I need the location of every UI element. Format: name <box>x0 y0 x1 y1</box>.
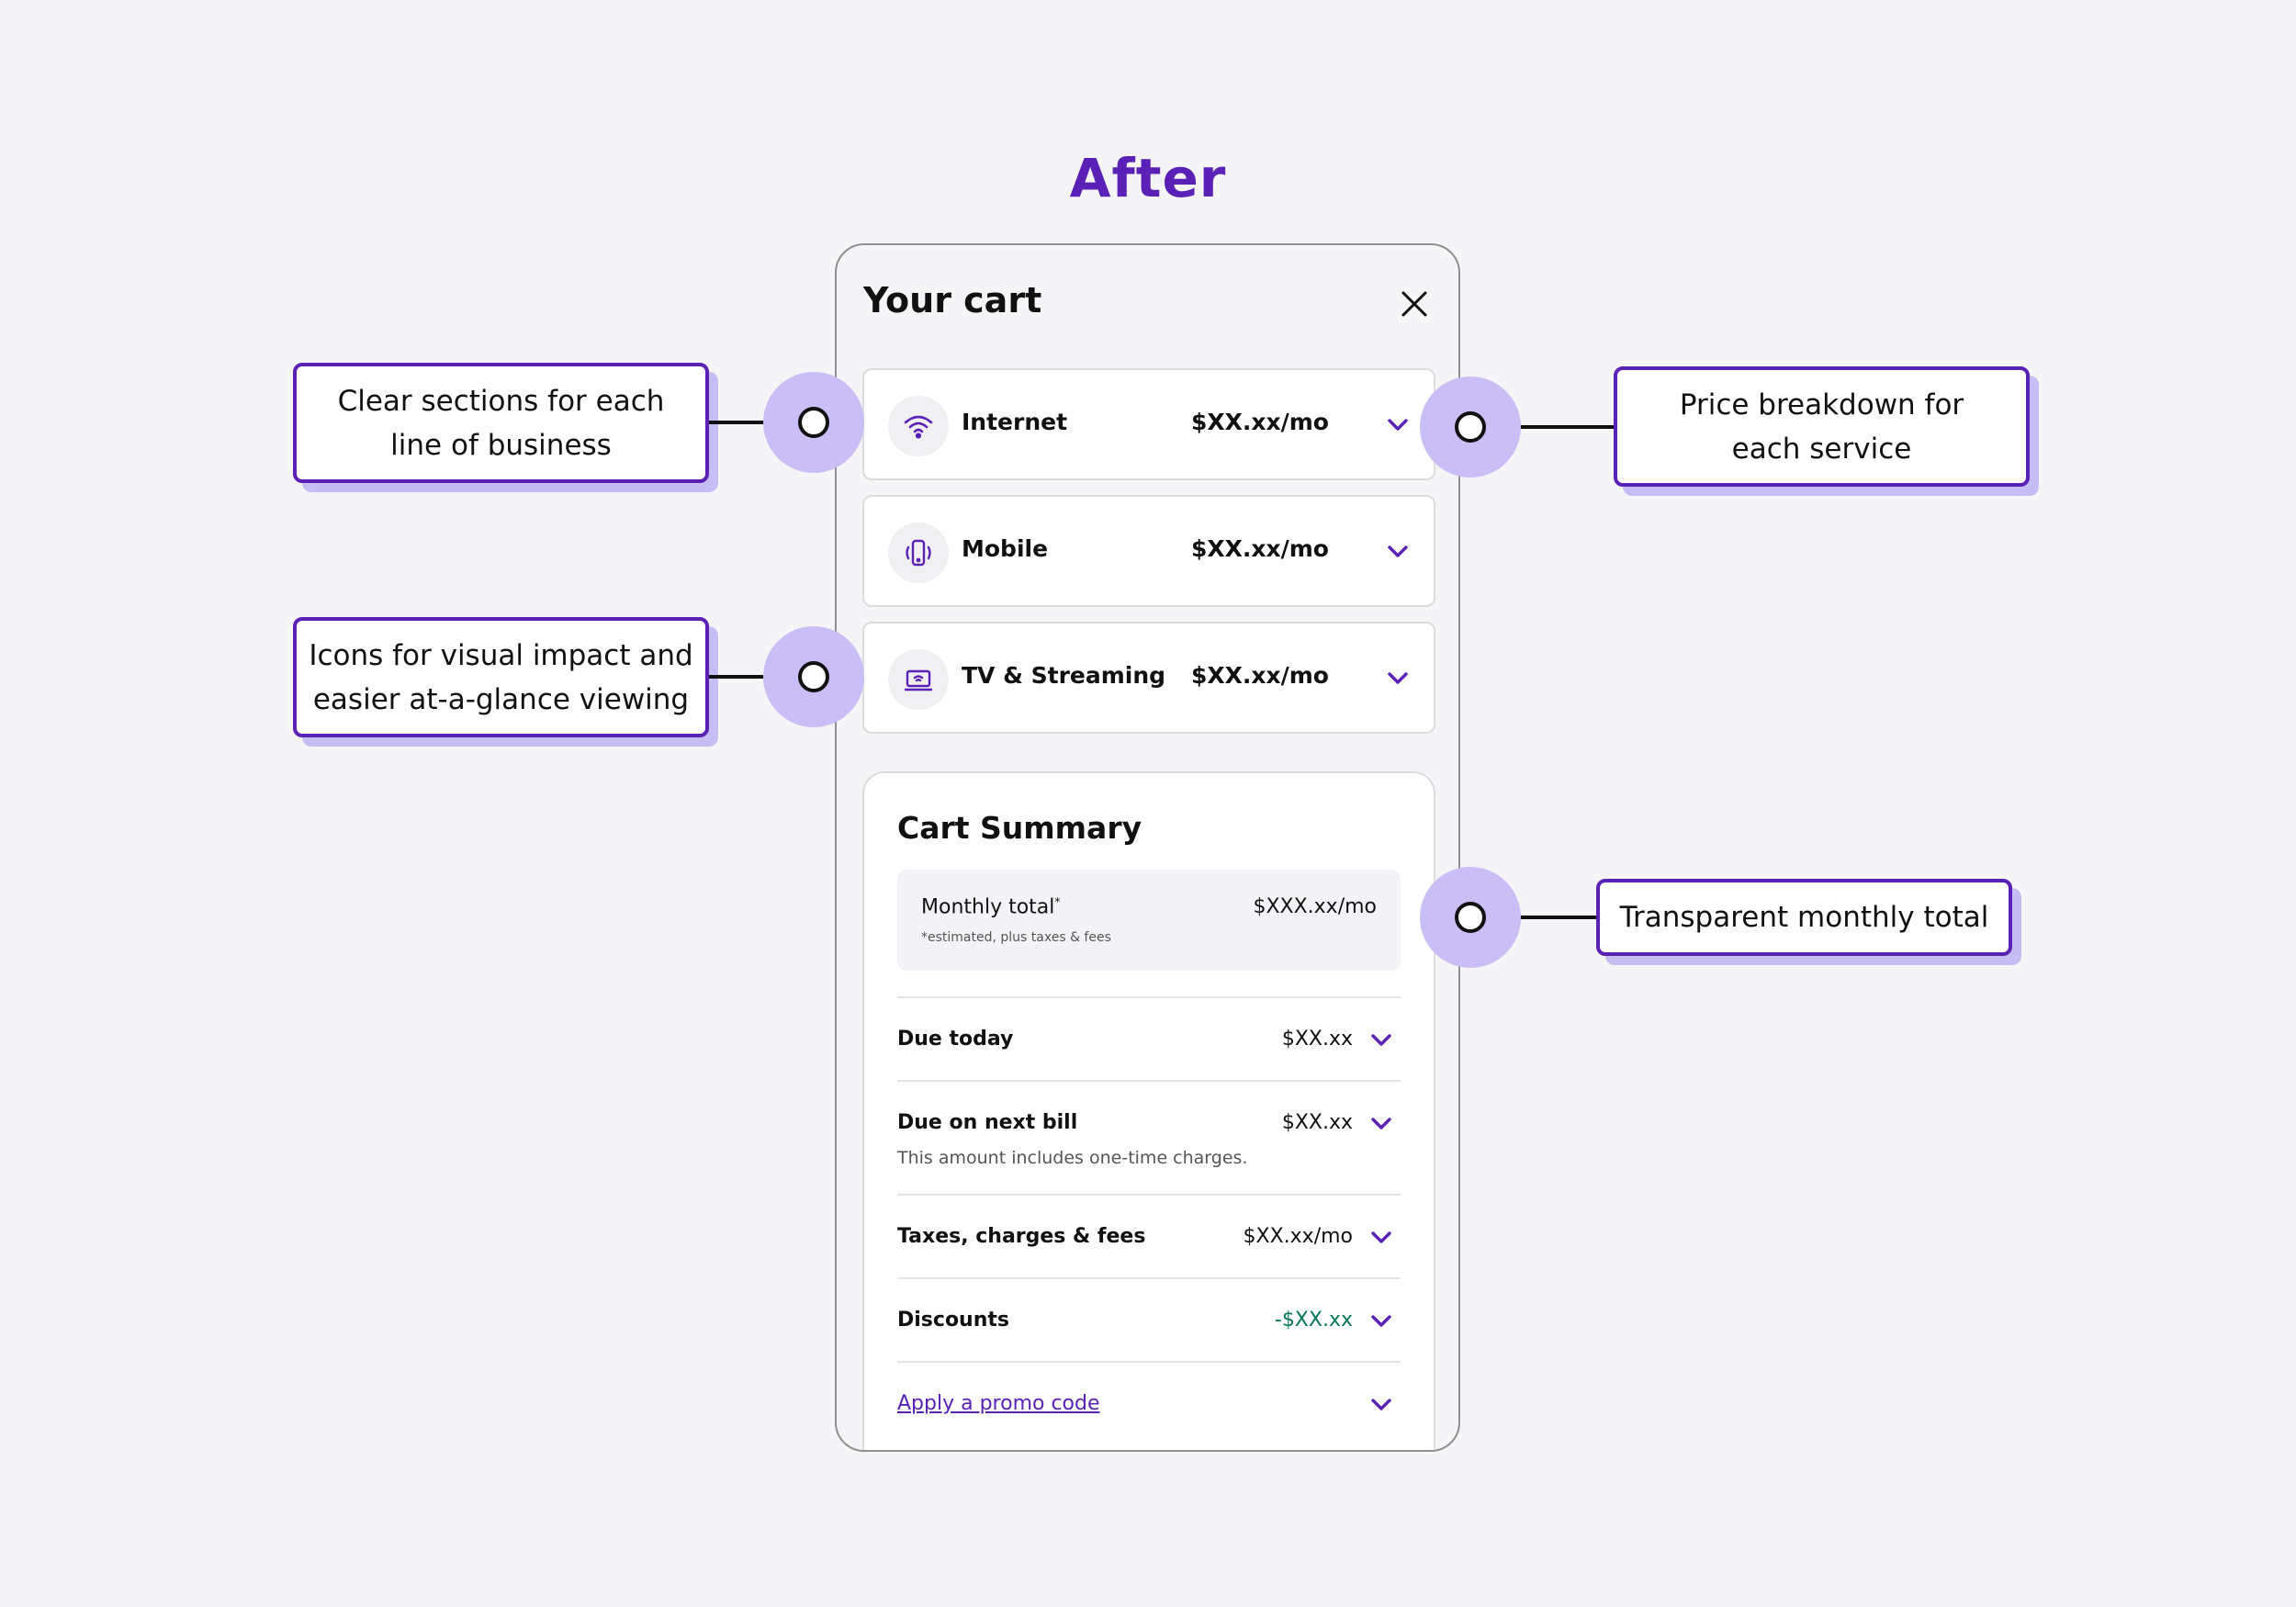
row-label: Discounts <box>897 1309 1009 1332</box>
callout-dot <box>1455 902 1486 933</box>
page-heading: After <box>1069 147 1227 209</box>
row-value: -$XX.xx <box>1274 1309 1353 1332</box>
row-value: $XX.xx <box>1281 1111 1353 1134</box>
chevron-down-icon[interactable] <box>1386 544 1410 560</box>
service-card-internet[interactable]: Internet $XX.xx/mo <box>862 368 1435 480</box>
monthly-total-mark: * <box>1054 895 1061 908</box>
connector-line <box>1469 425 1614 429</box>
service-price: $XX.xx/mo <box>1190 409 1329 435</box>
service-card-mobile[interactable]: Mobile $XX.xx/mo <box>862 495 1435 607</box>
close-button[interactable] <box>1398 287 1431 320</box>
callout-icons-text: Icons for visual impact and easier at-a-… <box>309 638 693 716</box>
callout-dot <box>798 661 829 692</box>
service-name: TV & Streaming <box>962 662 1166 689</box>
service-name: Internet <box>962 409 1068 435</box>
callout-sections-text: Clear sections for each line of business <box>337 384 665 462</box>
close-icon[interactable] <box>1398 287 1431 320</box>
chevron-down-icon[interactable] <box>1369 1397 1393 1413</box>
summary-title: Cart Summary <box>897 810 1142 846</box>
summary-row-due-today[interactable]: Due today $XX.xx <box>897 996 1401 1081</box>
wifi-icon <box>888 396 949 456</box>
summary-row-promo[interactable]: Apply a promo code <box>897 1361 1401 1450</box>
promo-code-link[interactable]: Apply a promo code <box>897 1392 1100 1415</box>
chevron-down-icon[interactable] <box>1369 1116 1393 1132</box>
callout-total: Transparent monthly total <box>1596 879 2012 956</box>
connector-line <box>709 675 814 679</box>
summary-row-next-bill[interactable]: Due on next bill This amount includes on… <box>897 1080 1401 1196</box>
chevron-down-icon[interactable] <box>1386 670 1410 687</box>
chevron-down-icon[interactable] <box>1386 417 1410 433</box>
cart-summary: Cart Summary Monthly total* *estimated, … <box>862 771 1435 1450</box>
monthly-total-label: Monthly total* <box>921 895 1060 918</box>
row-subtext: This amount includes one-time charges. <box>897 1148 1248 1168</box>
row-value: $XX.xx <box>1281 1028 1353 1051</box>
row-label: Due today <box>897 1028 1014 1051</box>
monthly-total-label-text: Monthly total <box>921 895 1055 919</box>
tv-icon <box>888 649 949 710</box>
callout-price: Price breakdown for each service <box>1614 366 2030 487</box>
chevron-down-icon[interactable] <box>1369 1313 1393 1330</box>
monthly-total-note: *estimated, plus taxes & fees <box>921 930 1111 945</box>
callout-dot <box>798 407 829 438</box>
chevron-down-icon[interactable] <box>1369 1230 1393 1246</box>
cart-title: Your cart <box>863 280 1042 320</box>
connector-line <box>709 421 814 424</box>
row-label: Due on next bill <box>897 1111 1078 1134</box>
summary-row-taxes[interactable]: Taxes, charges & fees $XX.xx/mo <box>897 1194 1401 1278</box>
callout-total-text: Transparent monthly total <box>1619 901 1989 934</box>
service-card-tv[interactable]: TV & Streaming $XX.xx/mo <box>862 622 1435 734</box>
service-name: Mobile <box>962 535 1049 562</box>
callout-icons: Icons for visual impact and easier at-a-… <box>293 617 709 737</box>
row-label: Taxes, charges & fees <box>897 1225 1146 1248</box>
monthly-total-value: $XXX.xx/mo <box>1253 895 1377 918</box>
chevron-down-icon[interactable] <box>1369 1032 1393 1049</box>
service-price: $XX.xx/mo <box>1190 535 1329 562</box>
row-value: $XX.xx/mo <box>1243 1225 1353 1248</box>
connector-line <box>1469 916 1596 919</box>
service-price: $XX.xx/mo <box>1190 662 1329 689</box>
summary-row-discounts[interactable]: Discounts -$XX.xx <box>897 1277 1401 1362</box>
callout-sections: Clear sections for each line of business <box>293 363 709 483</box>
mobile-phone-icon <box>888 523 949 583</box>
callout-dot <box>1455 411 1486 443</box>
cart-panel: Your cart Internet $XX.xx/mo Mobile $XX.… <box>835 243 1460 1452</box>
callout-price-text: Price breakdown for each service <box>1679 388 1964 466</box>
monthly-total-box: Monthly total* *estimated, plus taxes & … <box>897 870 1401 971</box>
